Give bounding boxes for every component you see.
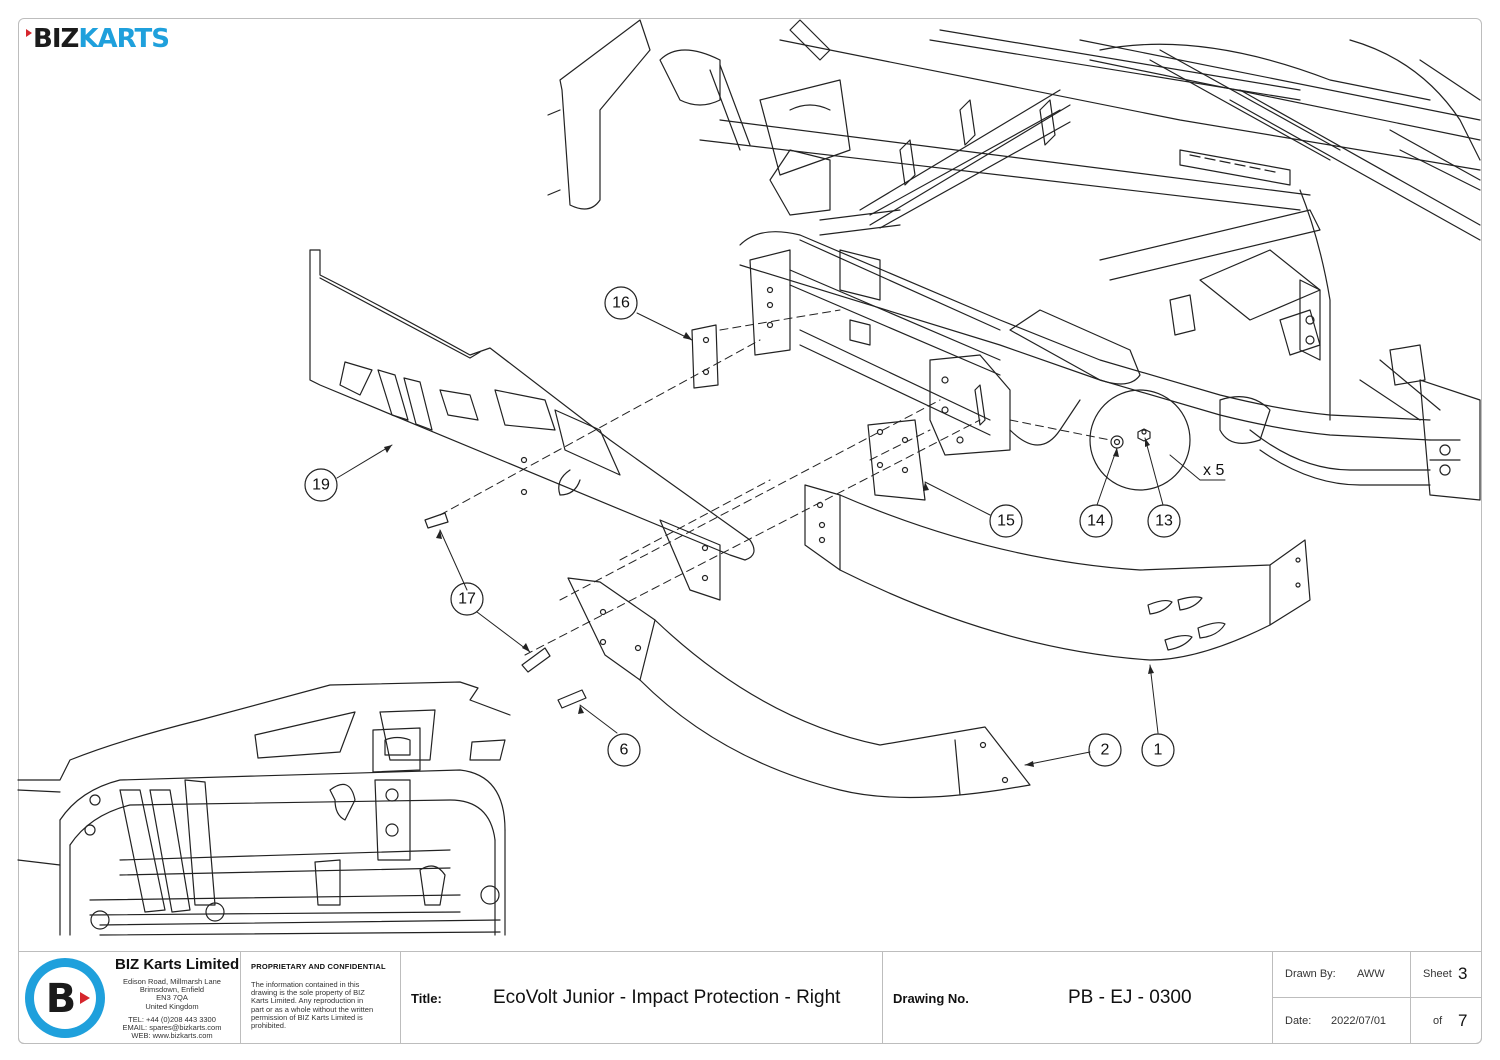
title-label: Title: <box>411 991 442 1006</box>
callout-14: 14 <box>1087 513 1105 530</box>
drawing-number: PB - EJ - 0300 <box>1068 987 1192 1008</box>
drawn-by-value: AWW <box>1357 968 1385 980</box>
sheet-cell: Sheet 3 of 7 <box>1411 952 1481 1043</box>
callout-15: 15 <box>997 513 1015 530</box>
total-sheets: 7 <box>1458 1011 1468 1030</box>
balloon-19 <box>304 468 338 502</box>
address-line: Brimsdown, Enfield <box>139 985 205 995</box>
callout-1: 1 <box>1154 742 1163 759</box>
callout-2: 2 <box>1101 742 1110 759</box>
balloon-15 <box>989 504 1023 538</box>
part-15-mounting-plate <box>867 419 926 501</box>
callout-16: 16 <box>612 295 630 312</box>
balloon-14 <box>1079 504 1113 538</box>
callout-6: 6 <box>620 742 629 759</box>
parts-14-13-washer-nut <box>1089 389 1191 491</box>
callout-17: 17 <box>458 591 476 608</box>
exploded-assembly-drawing: 16 19 17 6 15 14 13 2 1 x 5 <box>17 19 1481 936</box>
balloon-6 <box>607 733 641 767</box>
bizkarts-emblem-icon: B <box>25 958 105 1038</box>
contact-line: TEL: +44 (0)208 443 3300 <box>128 1014 216 1024</box>
callout-balloons <box>304 286 1181 767</box>
of-label: of <box>1433 1015 1443 1027</box>
part-1-side-bumper <box>804 484 1311 661</box>
part-16-spacer-plate <box>691 324 719 389</box>
inset-detail-view <box>17 681 511 936</box>
balloon-16 <box>604 286 638 320</box>
drawn-by-label: Drawn By: <box>1285 968 1336 980</box>
date-value: 2022/07/01 <box>1331 1015 1387 1027</box>
part-17-bolts <box>424 512 551 673</box>
balloon-1 <box>1141 733 1175 767</box>
part-6-bolt <box>557 689 587 709</box>
company-address: Edison Road, Millmarsh Lane Brimsdown, E… <box>107 977 237 1041</box>
contact-line: WEB: www.bizkarts.com <box>131 1031 213 1041</box>
balloon-2 <box>1088 733 1122 767</box>
leader-lines <box>336 312 1226 766</box>
title-block: B BIZ Karts Limited Edison Road, Millmar… <box>18 951 1482 1044</box>
logo-red-arrow <box>26 29 32 37</box>
contact-line: EMAIL: spares@bizkarts.com <box>122 1023 222 1033</box>
drawn-date-cell: Drawn By: AWW Date: 2022/07/01 <box>1273 952 1411 1043</box>
sheet-label: Sheet <box>1423 968 1452 980</box>
drawing-number-cell: Drawing No. PB - EJ - 0300 <box>883 952 1273 1043</box>
part-19-front-bumper <box>309 249 755 601</box>
drawing-title: EcoVolt Junior - Impact Protection - Rig… <box>493 987 841 1008</box>
logo-biz-text: BIZ <box>33 24 79 54</box>
quantity-note: x 5 <box>1203 462 1224 479</box>
address-line: United Kingdom <box>145 1001 199 1011</box>
company-cell: B BIZ Karts Limited Edison Road, Millmar… <box>19 952 241 1043</box>
logo-karts-text: KARTS <box>78 24 170 54</box>
leader-arrowheads <box>384 332 1154 767</box>
assembly-center-lines <box>439 309 1111 656</box>
proprietary-heading: PROPRIETARY AND CONFIDENTIAL <box>251 962 386 971</box>
company-name: BIZ Karts Limited <box>115 956 240 973</box>
balloon-17 <box>450 582 484 616</box>
bizkarts-logo: BIZKARTS <box>26 24 170 54</box>
callout-19: 19 <box>312 477 330 494</box>
drawing-no-label: Drawing No. <box>893 991 969 1006</box>
callout-13: 13 <box>1155 513 1173 530</box>
address-line: Edison Road, Millmarsh Lane <box>123 977 221 986</box>
address-line: EN3 7QA <box>156 993 188 1003</box>
title-cell: Title: EcoVolt Junior - Impact Protectio… <box>401 952 883 1043</box>
kart-chassis <box>547 19 1481 501</box>
balloon-13 <box>1147 504 1181 538</box>
part-2-lower-bumper <box>567 577 1031 799</box>
sheet-number: 3 <box>1458 964 1468 983</box>
date-label: Date: <box>1285 1015 1312 1027</box>
svg-text:B: B <box>46 976 77 1022</box>
proprietary-text: The information contained in this drawin… <box>251 980 374 1031</box>
proprietary-cell: PROPRIETARY AND CONFIDENTIAL The informa… <box>241 952 401 1043</box>
